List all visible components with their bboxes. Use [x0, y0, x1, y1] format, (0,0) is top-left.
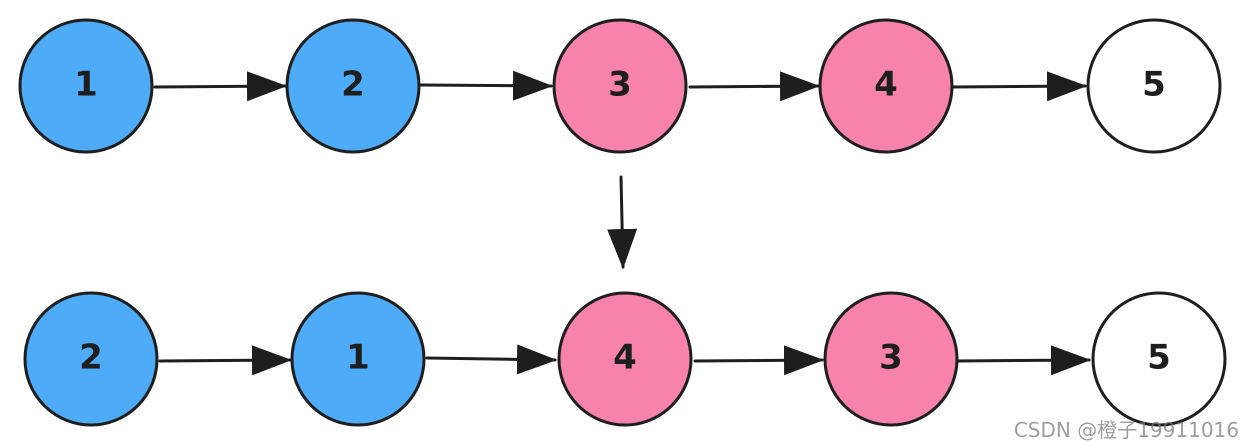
arrow-row1-1-to-2 — [153, 71, 287, 102]
node-row1-2-label: 2 — [341, 65, 365, 105]
arrow-row2-1-to-4 — [425, 344, 557, 375]
node-row1-3-label: 3 — [608, 65, 632, 105]
arrow-row2-4-to-3 — [693, 345, 824, 376]
arrow-row1-4-to-5 — [949, 71, 1087, 102]
node-row2-2-circle — [290, 291, 426, 427]
node-row2-2-label: 1 — [346, 338, 370, 378]
node-row1-2: 2 — [285, 18, 421, 154]
node-row2-4-circle — [823, 291, 959, 427]
node-row2-1-circle — [23, 291, 159, 427]
node-row2-1: 2 — [23, 291, 159, 427]
node-row1-1: 1 — [18, 18, 154, 154]
node-row2-3: 4 — [557, 291, 693, 427]
node-row1-2-circle — [285, 18, 421, 154]
node-row1-3-circle — [552, 18, 688, 154]
node-row1-1-label: 1 — [74, 65, 98, 105]
arrow-row2-2-to-1 — [158, 345, 292, 376]
node-row2-3-label: 4 — [613, 338, 637, 378]
node-row1-4-circle — [818, 18, 954, 154]
node-row1-5: 5 — [1086, 18, 1222, 154]
arrow-row1-3-to-4 — [688, 71, 820, 102]
node-row1-3: 3 — [552, 18, 688, 154]
arrow-row2-3-to-5 — [954, 345, 1091, 376]
watermark-text: CSDN @橙子19911016 — [1013, 418, 1239, 442]
node-row1-1-circle — [18, 18, 154, 154]
node-row2-5-circle — [1091, 291, 1227, 427]
node-row1-4: 4 — [818, 18, 954, 154]
node-row1-5-circle — [1086, 18, 1222, 154]
node-row2-5-label: 5 — [1147, 338, 1171, 378]
node-row1-5-label: 5 — [1142, 65, 1166, 105]
node-row2-5: 5 — [1091, 291, 1227, 427]
node-row2-2: 1 — [290, 291, 426, 427]
node-row2-3-circle — [557, 291, 693, 427]
node-row2-4: 3 — [823, 291, 959, 427]
node-row2-4-label: 3 — [879, 338, 903, 378]
node-row2-1-label: 2 — [79, 338, 103, 378]
arrow-row1-2-to-3 — [419, 70, 553, 101]
node-row1-4-label: 4 — [874, 65, 898, 105]
transform-arrow-down — [607, 175, 638, 269]
